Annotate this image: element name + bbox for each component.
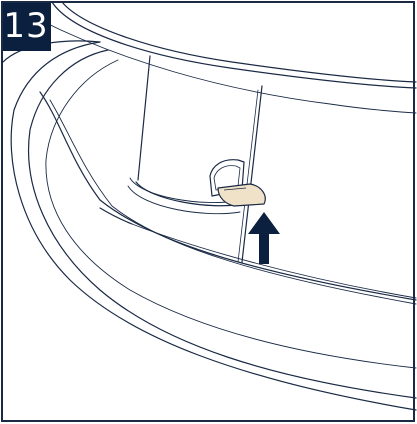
bowl-inner-rim xyxy=(39,91,417,305)
step-number-badge: 13 xyxy=(1,1,51,51)
center-post xyxy=(127,55,263,263)
latch-lever xyxy=(217,183,266,207)
bowl-rim xyxy=(2,40,417,411)
latch-tab xyxy=(209,159,245,197)
arrow-up-icon xyxy=(248,212,280,264)
lid-outline xyxy=(39,1,417,114)
